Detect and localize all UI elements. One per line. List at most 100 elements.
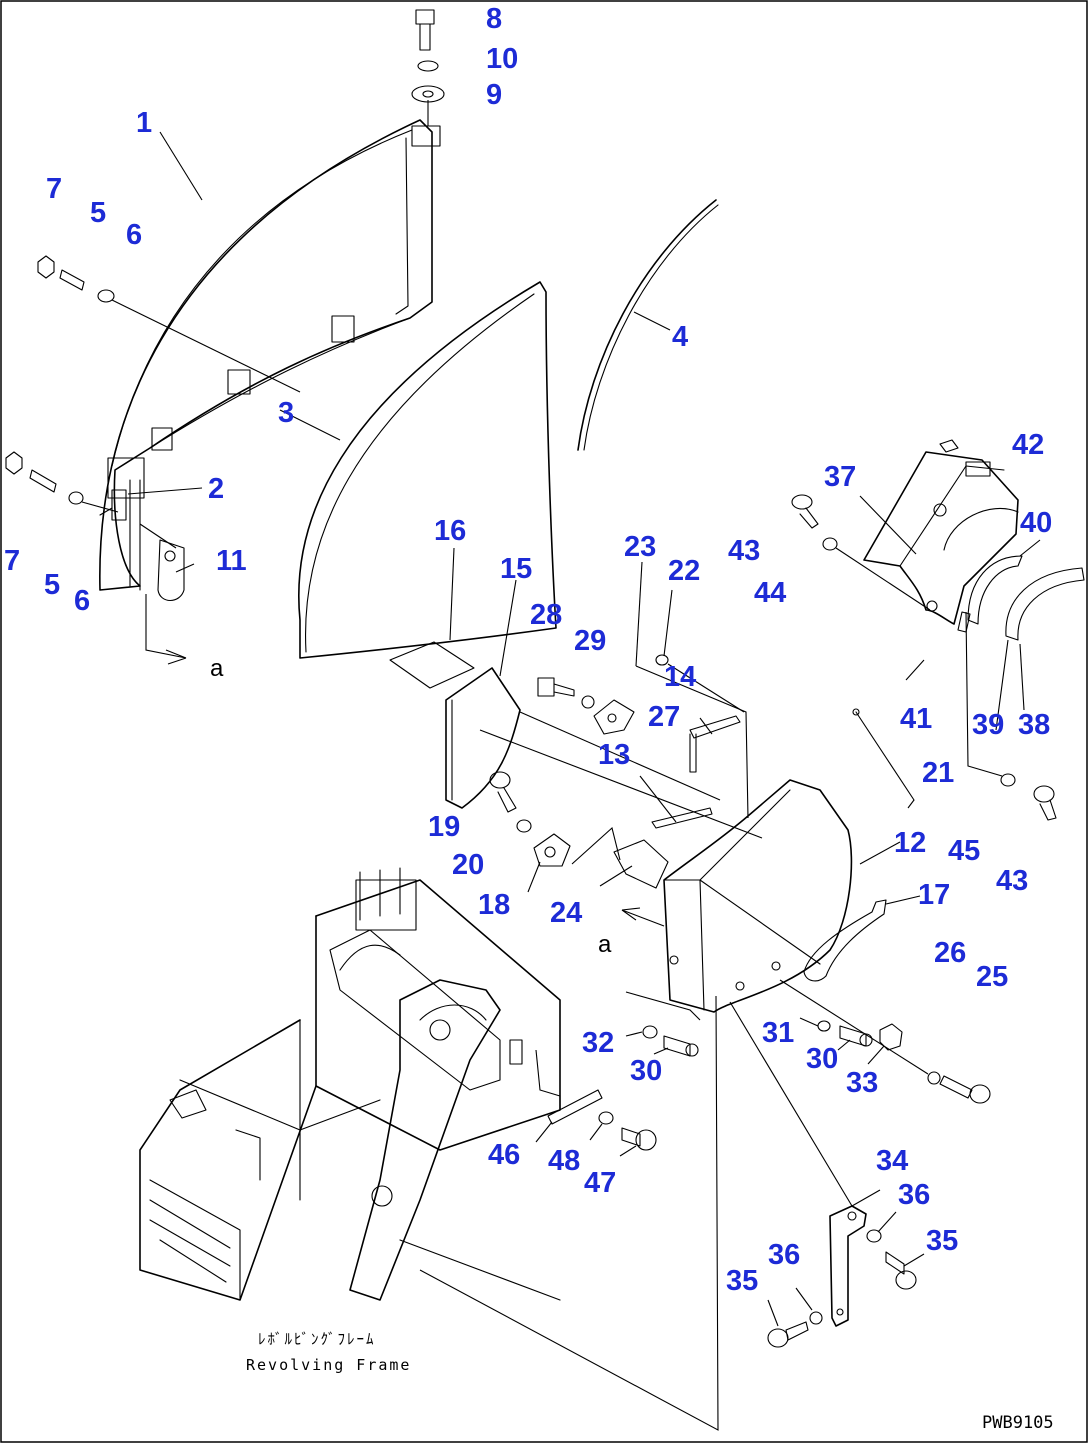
fastener-washer-32	[642, 1025, 658, 1039]
callout-4: 4	[672, 321, 688, 353]
callout-18: 18	[478, 889, 510, 921]
fastener-bolt-35-right	[885, 1251, 917, 1290]
fastener-bolt-28	[537, 677, 575, 697]
callout-17: 17	[918, 879, 950, 911]
callout-37: 37	[824, 461, 856, 493]
view-arrow-a-left	[145, 594, 187, 665]
callout-24: 24	[550, 897, 582, 929]
callout-23: 23	[624, 531, 656, 563]
fastener-nut-33	[879, 1023, 903, 1051]
part-40-seal	[967, 555, 1023, 625]
fastener-spacer-30-right	[839, 1025, 873, 1047]
callout-27: 27	[648, 701, 680, 733]
fastener-washer-22	[655, 654, 669, 666]
callout-21: 21	[922, 757, 954, 789]
callout-40: 40	[1020, 507, 1052, 539]
callout-36-right: 36	[898, 1179, 930, 1211]
callout-42: 42	[1012, 429, 1044, 461]
revolving-frame	[139, 867, 561, 1301]
part-16-pad	[389, 641, 475, 689]
drawing-number: PWB9105	[982, 1413, 1054, 1433]
view-mark-a-center: a	[598, 931, 612, 958]
callout-36-left: 36	[768, 1239, 800, 1271]
fastener-washer-48	[598, 1111, 614, 1125]
callout-10: 10	[486, 43, 518, 75]
callout-34: 34	[876, 1145, 908, 1177]
part-13-strip	[651, 807, 713, 829]
fastener-bolt-35-left	[767, 1321, 809, 1348]
callout-1: 1	[136, 107, 152, 139]
callout-41: 41	[900, 703, 932, 735]
assembly-line-frame-bottom	[419, 995, 719, 1431]
assembly-line-45	[965, 611, 1003, 777]
part-24-bracket	[571, 826, 669, 889]
view-arrow-a-center	[621, 907, 665, 927]
callout-6-upper: 6	[126, 219, 142, 251]
fastener-bolt-25	[939, 1075, 991, 1104]
part-37-bracket	[863, 451, 1019, 625]
view-mark-a-left: a	[210, 655, 224, 682]
callout-5-lower: 5	[44, 569, 60, 601]
part-1-door-frame	[99, 119, 441, 591]
callout-3: 3	[278, 397, 294, 429]
callout-39: 39	[972, 709, 1004, 741]
callout-7-upper: 7	[46, 173, 62, 205]
part-3-panel	[298, 281, 557, 659]
callout-19: 19	[428, 811, 460, 843]
assembly-line-22	[667, 663, 745, 713]
fastener-washer-45	[1000, 773, 1016, 787]
callout-30-left: 30	[630, 1055, 662, 1087]
callout-47: 47	[584, 1167, 616, 1199]
part-34-stay	[829, 1205, 867, 1327]
callout-29: 29	[574, 625, 606, 657]
part-41-clip	[957, 611, 971, 633]
part-14-strip	[689, 715, 741, 773]
callout-32: 32	[582, 1027, 614, 1059]
callout-43-lower: 43	[996, 865, 1028, 897]
callout-16: 16	[434, 515, 466, 547]
callout-26: 26	[934, 937, 966, 969]
callout-7-lower: 7	[4, 545, 20, 577]
callout-44: 44	[754, 577, 786, 609]
callout-5-upper: 5	[90, 197, 106, 229]
callout-33: 33	[846, 1067, 878, 1099]
fastener-bolt-47	[621, 1127, 657, 1151]
fastener-washer-29	[581, 695, 595, 709]
part-15-pad	[445, 667, 521, 809]
callout-14: 14	[664, 661, 696, 693]
assembly-line-32	[625, 991, 701, 1021]
callout-43-upper: 43	[728, 535, 760, 567]
callout-20: 20	[452, 849, 484, 881]
part-21-rod	[852, 708, 915, 801]
callout-28: 28	[530, 599, 562, 631]
callout-22: 22	[668, 555, 700, 587]
fastener-washer-20	[516, 819, 532, 833]
callout-15: 15	[500, 553, 532, 585]
part-46-pin	[547, 1089, 603, 1125]
callout-12: 12	[894, 827, 926, 859]
fastener-nut-42	[939, 439, 959, 453]
callout-30-right: 30	[806, 1043, 838, 1075]
callout-35-left: 35	[726, 1265, 758, 1297]
fastener-washer-9	[411, 85, 445, 103]
fastener-bolt-19	[489, 771, 517, 813]
fastener-bolt-43-lower	[1033, 785, 1057, 821]
callout-38: 38	[1018, 709, 1050, 741]
callout-25: 25	[976, 961, 1008, 993]
fastener-washer-36-right	[866, 1229, 882, 1243]
fastener-washer-26	[927, 1071, 941, 1085]
part-4-weatherstrip	[577, 199, 719, 451]
part-17-latch-arm	[803, 899, 887, 982]
callout-13: 13	[598, 739, 630, 771]
callout-48: 48	[548, 1145, 580, 1177]
part-11-lock-plate	[139, 523, 185, 602]
frame-caption-en: Revolving Frame	[246, 1356, 411, 1374]
callout-35-right: 35	[926, 1225, 958, 1257]
assembly-line-44	[835, 547, 931, 611]
callout-8: 8	[486, 3, 502, 35]
assembly-line-frame-right	[535, 1049, 561, 1110]
part-2-bracket	[99, 489, 127, 521]
fastener-bolt-43-upper	[791, 494, 819, 529]
